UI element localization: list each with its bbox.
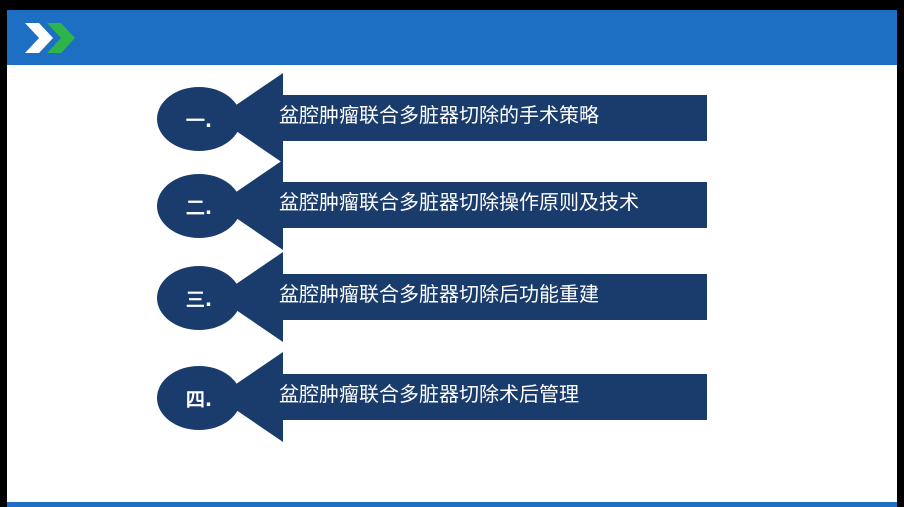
arrow-banner — [217, 252, 707, 342]
agenda-item-label: 盆腔肿瘤联合多脏器切除术后管理 — [279, 382, 579, 406]
agenda-item-3: 三. 盆腔肿瘤联合多脏器切除后功能重建 — [157, 252, 717, 342]
agenda-item-label: 盆腔肿瘤联合多脏器切除操作原则及技术 — [279, 190, 639, 214]
agenda-number-badge: 一. — [157, 87, 241, 151]
footer-bar — [7, 502, 897, 507]
arrow-banner — [217, 352, 707, 442]
agenda-number-badge: 二. — [157, 174, 241, 238]
agenda-number-badge: 三. — [157, 266, 241, 330]
agenda-item-label: 盆腔肿瘤联合多脏器切除的手术策略 — [279, 103, 599, 127]
header-bar — [7, 10, 897, 65]
double-chevron-right-icon — [25, 23, 75, 53]
arrow-banner — [217, 73, 707, 163]
agenda-number-badge: 四. — [157, 366, 241, 430]
agenda-item-4: 四. 盆腔肿瘤联合多脏器切除术后管理 — [157, 352, 717, 442]
slide: 一. 盆腔肿瘤联合多脏器切除的手术策略 二. 盆腔肿瘤联合多脏器切除操作原则及技… — [7, 10, 897, 507]
agenda-item-label: 盆腔肿瘤联合多脏器切除后功能重建 — [279, 282, 599, 306]
agenda-item-1: 一. 盆腔肿瘤联合多脏器切除的手术策略 — [157, 73, 717, 163]
arrow-banner — [217, 160, 707, 250]
agenda-item-2: 二. 盆腔肿瘤联合多脏器切除操作原则及技术 — [157, 160, 717, 250]
